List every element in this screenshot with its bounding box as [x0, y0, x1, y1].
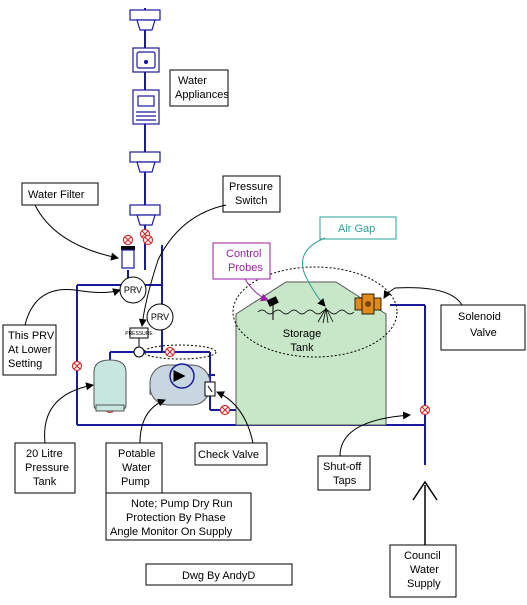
valve-icon	[164, 346, 176, 358]
svg-text:At Lower: At Lower	[8, 344, 52, 356]
svg-text:Valve: Valve	[470, 327, 497, 339]
svg-text:Water: Water	[410, 564, 439, 576]
inlet-spray-icon	[317, 307, 334, 324]
callout-solenoid-valve: Solenoid Valve	[383, 287, 526, 351]
toilet-icon	[129, 151, 161, 173]
svg-text:Check Valve: Check Valve	[198, 449, 259, 461]
svg-text:Taps: Taps	[333, 475, 357, 487]
valve-icon	[139, 228, 151, 240]
callout-pressure-switch: Pressure Switch	[138, 175, 281, 327]
sink-icon	[132, 47, 160, 73]
callout-shutoff-taps: Shut-off Taps	[317, 411, 411, 491]
valve-icon	[419, 404, 431, 416]
prv-lower: PRV	[146, 303, 174, 331]
prv-badge: PRV	[124, 285, 142, 295]
callout-dry-run-note: Note; Pump Dry Run Protection By Phase A…	[105, 492, 252, 541]
switch-badge: PRESSURE	[125, 331, 153, 337]
pressure-switch-icon: PRESSURE	[125, 327, 153, 358]
toilet-icon	[129, 204, 161, 226]
svg-text:Solenoid: Solenoid	[458, 311, 501, 323]
callout-control-probes: Control Probes	[212, 242, 271, 302]
svg-text:Shut-off: Shut-off	[323, 461, 362, 473]
valve-icon	[219, 404, 231, 416]
svg-text:This PRV: This PRV	[8, 330, 55, 342]
solenoid-valve-icon	[354, 293, 382, 315]
svg-text:Pressure: Pressure	[25, 462, 69, 474]
svg-text:Control: Control	[226, 248, 261, 260]
up-arrow-icon	[412, 480, 438, 501]
svg-text:Council: Council	[404, 550, 441, 562]
svg-text:Water: Water	[122, 462, 151, 474]
appliance-stack	[129, 9, 161, 226]
control-probe-icon	[266, 296, 279, 307]
callout-potable-pump: Potable Water Pump	[105, 398, 166, 494]
svg-text:20 Litre: 20 Litre	[26, 448, 63, 460]
callout-air-gap: Air Gap	[302, 216, 397, 307]
svg-text:Water Filter: Water Filter	[28, 189, 85, 201]
storage-tank-label-1: Storage	[283, 328, 322, 340]
prv-badge: PRV	[151, 312, 169, 322]
svg-text:Angle Monitor On Supply: Angle Monitor On Supply	[110, 526, 233, 538]
svg-text:Appliances: Appliances	[175, 89, 229, 101]
storage-tank: Storage Tank	[232, 266, 398, 426]
valve-icon	[71, 360, 83, 372]
water-pump-icon	[143, 344, 217, 406]
svg-text:Note; Pump Dry Run: Note; Pump Dry Run	[131, 498, 232, 510]
svg-text:Supply: Supply	[407, 578, 441, 590]
svg-text:Switch: Switch	[235, 195, 267, 207]
callout-water-filter: Water Filter	[21, 182, 119, 261]
svg-text:Dwg By AndyD: Dwg By AndyD	[182, 570, 255, 582]
callout-water-appliances: Water Appliances	[169, 69, 229, 107]
water-filter-icon	[121, 246, 135, 269]
prv-upper: PRV	[119, 276, 147, 304]
callout-check-valve: Check Valve	[194, 391, 268, 466]
callout-pressure-tank: 20 Litre Pressure Tank	[14, 382, 94, 494]
valve-icon	[122, 234, 134, 246]
svg-text:Water: Water	[178, 75, 207, 87]
callout-credit: Dwg By AndyD	[145, 563, 293, 586]
svg-text:Tank: Tank	[33, 476, 57, 488]
callout-council-supply: Council Water Supply	[389, 480, 457, 598]
toilet-icon	[129, 9, 161, 31]
storage-tank-label-2: Tank	[290, 342, 314, 354]
svg-text:Probes: Probes	[228, 262, 263, 274]
callout-prv-note: This PRV At Lower Setting	[2, 288, 121, 376]
svg-text:Potable: Potable	[118, 448, 155, 460]
check-valve-icon	[204, 381, 216, 397]
dishwasher-icon	[132, 89, 160, 125]
pressure-tank-icon	[93, 359, 127, 412]
valve-icon	[142, 234, 154, 246]
svg-text:Pressure: Pressure	[229, 181, 273, 193]
svg-text:Setting: Setting	[8, 358, 42, 370]
svg-text:Protection By Phase: Protection By Phase	[126, 512, 226, 524]
svg-text:Air Gap: Air Gap	[338, 223, 375, 235]
svg-text:Pump: Pump	[121, 476, 150, 488]
